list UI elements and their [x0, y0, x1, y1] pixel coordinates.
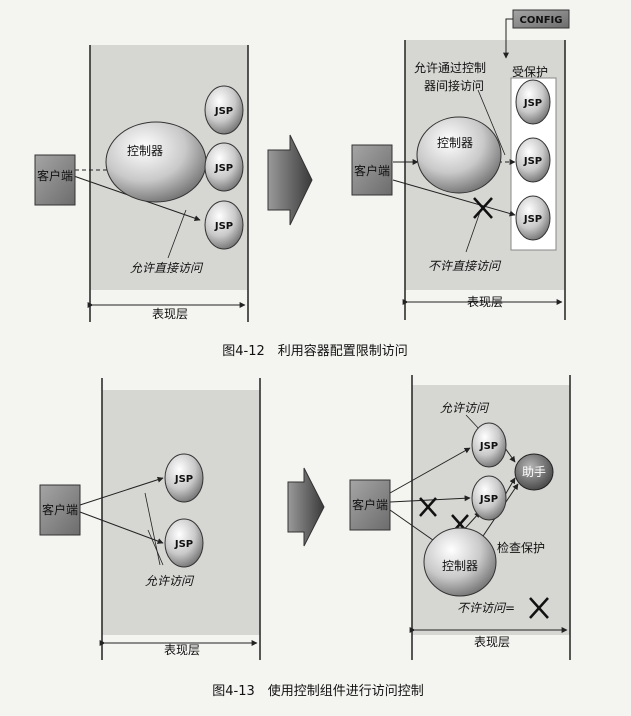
deny-access-label: 不许访问= [457, 601, 515, 615]
leader-line [465, 211, 481, 253]
controller-oval [416, 116, 502, 194]
deny-x-mark [473, 197, 493, 219]
jsp-oval [471, 422, 507, 468]
jsp-label: JSP [523, 156, 542, 167]
client-to-jsp-arrow [79, 476, 164, 506]
helper-label: 助手 [522, 465, 546, 479]
client-label: 客户端 [37, 168, 73, 183]
layer-label: 表现层 [152, 307, 188, 321]
fig13-left-panel [102, 390, 260, 635]
jsp-oval [204, 85, 244, 135]
client-box [39, 484, 81, 536]
client-to-jsp-denied [389, 447, 471, 494]
jsp-label: JSP [214, 106, 233, 117]
controller-label: 控制器 [437, 136, 473, 150]
layer-label: 表现层 [474, 635, 510, 649]
jsp-oval [164, 518, 204, 568]
controller-label: 控制器 [127, 144, 163, 158]
jsp-label: JSP [214, 221, 233, 232]
controller-oval [423, 527, 497, 597]
transition-arrow [267, 134, 313, 226]
deny-direct-label: 不许直接访问 [428, 259, 502, 273]
jsp-label: JSP [523, 98, 542, 109]
jsp-oval [471, 475, 507, 521]
jsp-to-helper [504, 477, 516, 496]
client-to-jsp-denied [389, 495, 471, 503]
jsp-oval [204, 142, 244, 192]
jsp-oval [515, 79, 551, 125]
controller-label: 控制器 [442, 559, 478, 573]
protected-label: 受保护 [512, 65, 548, 79]
jsp-oval [515, 137, 551, 183]
figure-caption: 图4-12 利用容器配置限制访问 [222, 343, 408, 359]
leader-line [167, 209, 187, 259]
leader-line [465, 414, 481, 431]
leader-line [147, 529, 164, 566]
client-to-jsp-arrow [79, 511, 164, 544]
allow-indirect-label-1: 允许通过控制 [414, 60, 486, 75]
client-label: 客户端 [352, 497, 388, 512]
jsp-oval [515, 195, 551, 241]
layer-label: 表现层 [467, 295, 503, 309]
fig13-right: 客户端 控制器 JSP JSP 助手 允许访问 检查保护 不许访问= 表现层 [349, 375, 571, 660]
deny-x-mark [419, 497, 437, 517]
helper-oval [514, 453, 554, 491]
allow-access-label: 允许访问 [145, 574, 195, 588]
client-label: 客户端 [42, 502, 78, 517]
client-to-controller [389, 509, 441, 546]
jsp-label: JSP [174, 539, 193, 550]
jsp-label: JSP [523, 214, 542, 225]
check-protect-label: 检查保护 [497, 540, 545, 555]
figure-caption: 图4-13 使用控制组件进行访问控制 [212, 683, 424, 699]
allow-indirect-label-2: 器间接访问 [424, 78, 484, 93]
jsp-oval [204, 200, 244, 250]
controller-oval [105, 121, 207, 203]
fig12-right: CONFIG 客户端 控制器 JSP JSP JSP 允许通过控制 器间接访问 … [351, 9, 570, 320]
jsp-label: JSP [479, 494, 498, 505]
jsp-to-helper [504, 447, 516, 463]
jsp-label: JSP [214, 163, 233, 174]
allow-direct-label: 允许直接访问 [130, 261, 204, 275]
transition-arrow [287, 467, 325, 547]
config-label: CONFIG [520, 15, 563, 26]
jsp-label: JSP [174, 474, 193, 485]
deny-x-mark [529, 597, 549, 619]
config-connector [503, 18, 513, 59]
client-box [351, 144, 393, 196]
layer-label: 表现层 [164, 643, 200, 657]
client-label: 客户端 [354, 163, 390, 178]
fig12-left: 客户端 控制器 JSP JSP JSP 允许直接访问 表现层 [34, 45, 249, 322]
fig13-left: 客户端 JSP JSP 允许访问 表现层 [39, 378, 261, 660]
allow-access-label: 允许访问 [440, 401, 490, 415]
jsp-oval [164, 453, 204, 503]
client-box [34, 154, 76, 206]
client-to-jsp-denied [392, 179, 516, 217]
leader-line [477, 89, 506, 156]
jsp-label: JSP [479, 441, 498, 452]
client-box [349, 479, 391, 531]
